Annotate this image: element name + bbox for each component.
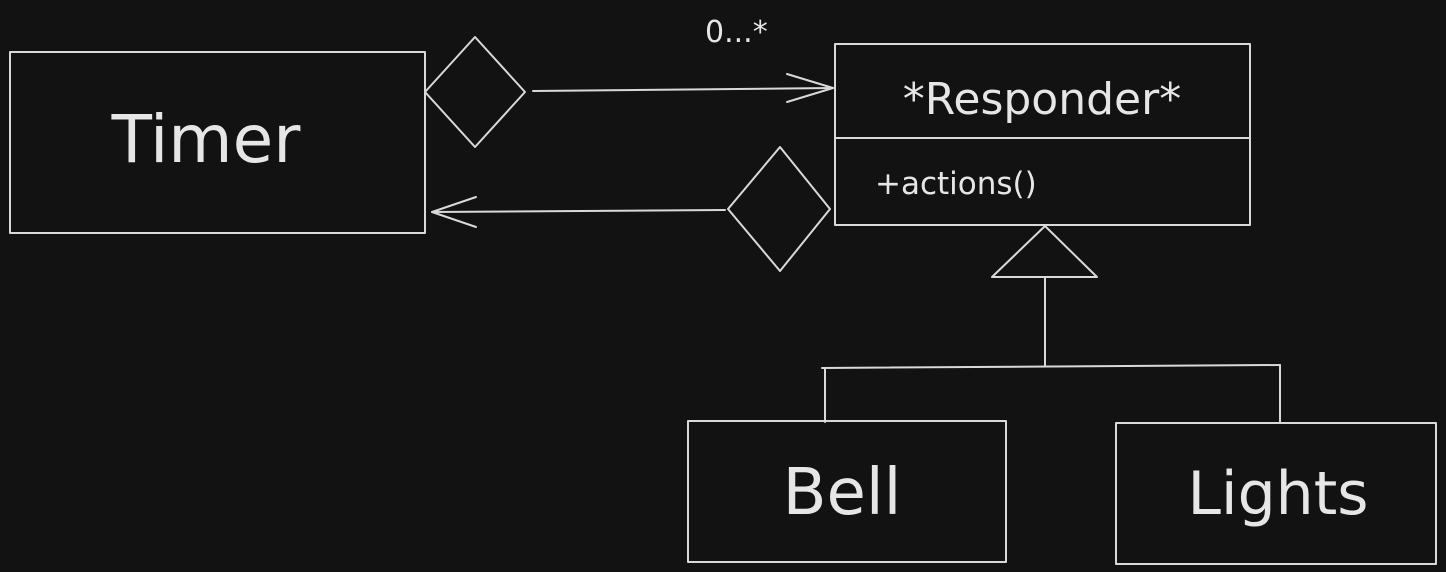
association-arrow-to-timer: [431, 196, 726, 228]
bell-class: Bell: [687, 420, 1007, 563]
aggregation-diamond-responder: [727, 146, 831, 272]
responder-method: +actions(): [875, 166, 1037, 202]
lights-class: Lights: [1115, 422, 1437, 565]
inheritance-triangle: [991, 225, 1098, 278]
inheritance-connector: [821, 225, 1281, 424]
responder-box: [834, 43, 1251, 226]
association-arrow-to-responder: [532, 73, 834, 103]
responder-class: *Responder* +actions(): [834, 43, 1251, 226]
bell-label: Bell: [783, 456, 902, 530]
multiplicity-label: 0...*: [705, 15, 768, 50]
lights-box: [1115, 422, 1437, 565]
bell-box: [687, 420, 1007, 563]
timer-label: Timer: [111, 101, 302, 178]
timer-box: [9, 51, 426, 234]
aggregation-diamond-timer: [424, 36, 526, 148]
timer-class: Timer: [9, 51, 426, 234]
responder-label: *Responder*: [903, 74, 1181, 125]
lights-label: Lights: [1188, 459, 1369, 529]
